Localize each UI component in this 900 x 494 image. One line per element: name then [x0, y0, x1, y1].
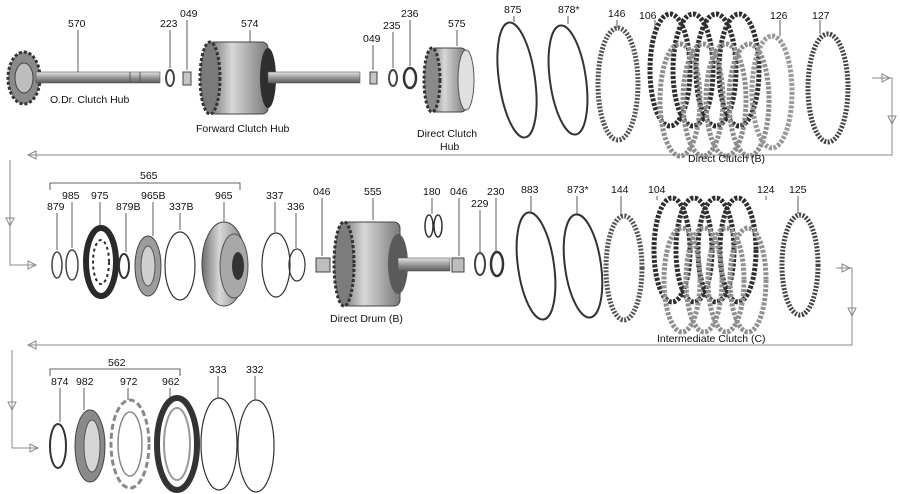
label-962: 962 [162, 376, 180, 388]
label-104: 104 [648, 184, 666, 196]
snap-ring-878 [547, 24, 589, 136]
label-875: 875 [504, 4, 522, 16]
label-975: 975 [91, 190, 109, 202]
label-570: 570 [68, 18, 86, 30]
label-046a: 046 [313, 186, 331, 198]
label-879b: 879B [116, 201, 141, 213]
label-565: 565 [140, 170, 158, 182]
label-126: 126 [770, 10, 788, 22]
row-1-parts [6, 11, 851, 159]
seal-337b [164, 231, 196, 301]
label-965b: 965B [141, 190, 166, 202]
label-127: 127 [812, 10, 830, 22]
captions: O.Dr. Clutch Hub Forward Clutch Hub Dire… [50, 94, 766, 345]
piston-965 [201, 221, 249, 307]
seal-180b [433, 214, 443, 238]
label-878: 878* [558, 4, 580, 16]
label-333: 333 [209, 364, 227, 376]
label-230: 230 [487, 186, 505, 198]
ring-879b [118, 253, 130, 279]
direct-clutch-pack [647, 11, 795, 159]
piston-965b [134, 235, 162, 297]
spring-plate-975 [83, 225, 119, 299]
forward-clutch-hub-part [198, 40, 361, 116]
label-874: 874 [51, 376, 69, 388]
row-3-parts [49, 368, 275, 493]
washer-236 [402, 66, 418, 90]
plate-125 [779, 212, 821, 318]
label-574: 574 [241, 18, 259, 30]
washer-229 [474, 252, 486, 276]
label-235: 235 [383, 20, 401, 32]
caption-direct-clutch-b: Direct Clutch (B) [688, 153, 765, 165]
seal-332 [237, 399, 275, 493]
part-number-labels: 570 223 049 574 049 235 236 575 875 878*… [47, 4, 830, 388]
direct-drum-part [332, 220, 451, 308]
caption-direct-drum-b: Direct Drum (B) [330, 313, 403, 325]
label-049a: 049 [180, 8, 198, 20]
label-982: 982 [76, 376, 94, 388]
bushing-049b [369, 71, 378, 85]
spring-plate-972 [109, 398, 151, 490]
caption-forward-clutch-hub: Forward Clutch Hub [196, 123, 290, 135]
label-049b: 049 [363, 33, 381, 45]
label-125: 125 [789, 184, 807, 196]
label-106: 106 [639, 10, 657, 22]
label-146: 146 [608, 8, 626, 20]
caption-intermediate-clutch-c: Intermediate Clutch (C) [657, 333, 766, 345]
snap-ring-883 [515, 211, 557, 321]
washer-223 [165, 69, 175, 87]
label-883: 883 [521, 184, 539, 196]
odr-clutch-hub-part [6, 50, 161, 106]
label-879: 879 [47, 201, 65, 213]
ring-879 [51, 251, 63, 279]
ring-985 [65, 249, 79, 281]
seal-180a [424, 214, 434, 238]
label-332: 332 [246, 364, 264, 376]
caption-direct-clutch-hub-line2: Hub [440, 141, 459, 153]
label-236: 236 [401, 8, 419, 20]
label-144: 144 [611, 184, 629, 196]
label-985: 985 [62, 190, 80, 202]
washer-230 [489, 250, 505, 278]
piston-962 [154, 395, 200, 493]
bushing-049a [182, 71, 192, 86]
label-223: 223 [160, 18, 178, 30]
label-555: 555 [364, 186, 382, 198]
label-337b: 337B [169, 201, 194, 213]
plate-144 [603, 213, 645, 323]
caption-odr-clutch-hub: O.Dr. Clutch Hub [50, 94, 130, 106]
plate-127 [805, 31, 851, 145]
label-180: 180 [423, 186, 441, 198]
label-229: 229 [471, 198, 489, 210]
intermediate-clutch-pack [651, 195, 769, 335]
piston-982 [74, 409, 106, 483]
label-124: 124 [757, 184, 775, 196]
seal-337 [261, 232, 291, 298]
seal-333 [200, 397, 238, 491]
label-562: 562 [108, 357, 126, 369]
label-575: 575 [448, 18, 466, 30]
seal-336 [288, 248, 306, 282]
plate-146 [595, 25, 641, 143]
label-046b: 046 [450, 186, 468, 198]
snap-ring-875 [496, 21, 538, 139]
label-965: 965 [215, 190, 233, 202]
snap-ring-873 [562, 213, 604, 319]
caption-direct-clutch-hub-line1: Direct Clutch [417, 128, 477, 140]
label-336: 336 [287, 201, 305, 213]
label-337: 337 [266, 190, 284, 202]
row-2-parts [49, 182, 821, 335]
washer-235 [388, 69, 398, 87]
bushing-046b [451, 257, 465, 273]
direct-clutch-hub-part [422, 46, 475, 114]
ring-874 [49, 423, 67, 469]
label-873: 873* [567, 184, 589, 196]
bushing-046a [315, 257, 331, 273]
label-972: 972 [120, 376, 138, 388]
flow-arrows [5, 73, 897, 453]
